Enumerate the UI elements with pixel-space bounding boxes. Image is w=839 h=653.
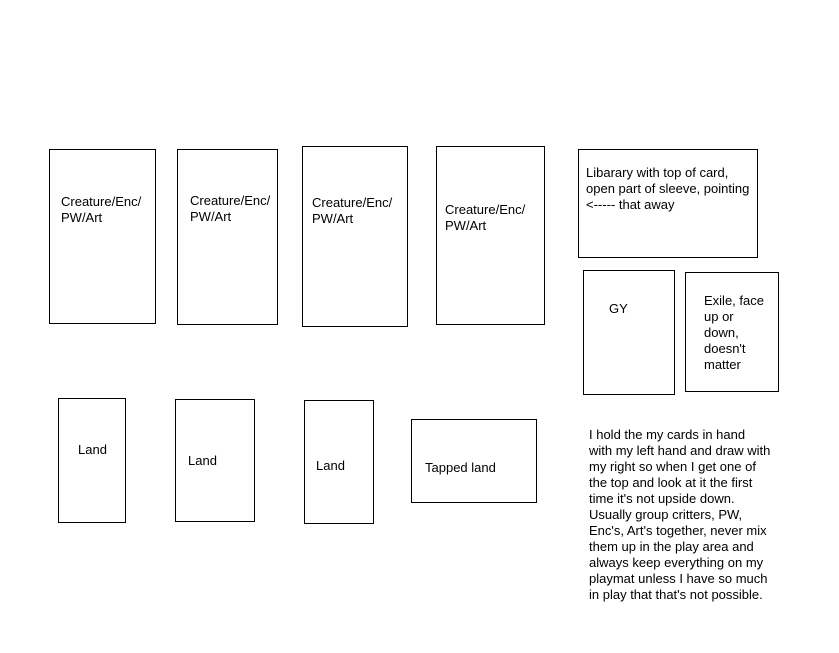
graveyard-zone-label: GY [609,301,628,316]
land-card-box-1: Land [58,398,126,523]
creature-pile-box-1: Creature/Enc/ PW/Art [49,149,156,324]
exile-zone-label: Exile, face up or down, doesn't matter [704,293,764,372]
creature-pile-label: Creature/Enc/ PW/Art [312,195,393,226]
creature-pile-box-4: Creature/Enc/ PW/Art [436,146,545,325]
exile-zone-box: Exile, face up or down, doesn't matter [685,272,779,392]
creature-pile-box-3: Creature/Enc/ PW/Art [302,146,408,327]
land-card-label: Land [78,442,107,457]
creature-pile-label: Creature/Enc/ PW/Art [61,194,142,225]
library-zone-label: Libarary with top of card, open part of … [586,165,750,212]
land-card-label: Land [316,458,345,473]
hand-holding-note: I hold the my cards in hand with my left… [589,427,771,602]
creature-pile-box-2: Creature/Enc/ PW/Art [177,149,278,325]
library-zone-box: Libarary with top of card, open part of … [578,149,758,258]
land-card-box-3: Land [304,400,374,524]
land-card-box-2: Land [175,399,255,522]
creature-pile-label: Creature/Enc/ PW/Art [445,202,526,233]
creature-pile-label: Creature/Enc/ PW/Art [190,193,271,224]
graveyard-zone-box: GY [583,270,675,395]
land-card-label: Land [188,453,217,468]
tapped-land-card-label: Tapped land [425,460,496,475]
tapped-land-card-box: Tapped land [411,419,537,503]
